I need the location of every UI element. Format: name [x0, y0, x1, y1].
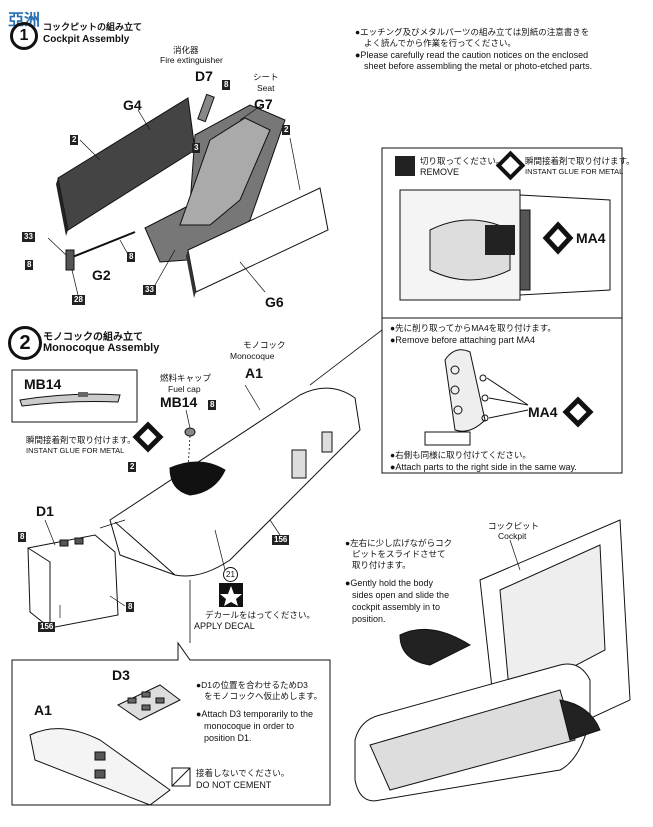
part-g7: G7 [254, 96, 273, 112]
decal-jp: デカールをはってください。 [205, 610, 315, 620]
fire-label-en: Fire extinguisher [160, 55, 223, 65]
cockpit-label-jp: コックピット [488, 521, 540, 531]
remove-jp: 切り取ってください。 [420, 156, 505, 166]
part-d3: D3 [112, 667, 130, 683]
part-ma4-b: MA4 [528, 404, 558, 420]
note-top-jp2: よく読んでから作業を行ってください。 [364, 38, 516, 48]
decal-star [220, 586, 242, 606]
cockpit-label-en: Cockpit [498, 531, 527, 541]
part-g6: G6 [265, 294, 284, 310]
step1-number: 1 [10, 22, 38, 50]
ref-8-b: 8 [25, 260, 34, 270]
ma4-glue-diamond [542, 221, 574, 255]
nocement-jp: 接着しないでください。 [196, 768, 290, 778]
glue-en: INSTANT GLUE FOR METAL [525, 167, 624, 176]
step2-title-en: Monocoque Assembly [43, 342, 160, 354]
cockpit-opening [169, 461, 226, 496]
slide-jp3: 取り付けます。 [352, 560, 411, 570]
fuelcap-en: Fuel cap [168, 384, 201, 394]
ref-28: 28 [72, 295, 85, 305]
ref-8-c: 8 [127, 252, 136, 262]
fuelcap-jp: 燃料キャップ [160, 373, 212, 383]
d3-jp2: をモノコックへ仮止めします。 [204, 691, 323, 701]
monocoque-en: Monocoque [230, 351, 275, 361]
ref-2-b: 2 [282, 125, 291, 135]
remove-marker-big [485, 225, 515, 255]
slide-en4: position. [352, 614, 386, 624]
ref-8-f: 8 [126, 602, 135, 612]
slide-en2: sides open and slide the [352, 590, 450, 600]
glue2-en: INSTANT GLUE FOR METAL [26, 446, 125, 455]
slide-jp1: ●左右に少し広げながらコク [345, 538, 453, 548]
ma4-note1-en: ●Remove before attaching part MA4 [390, 335, 536, 345]
ref-2-a: 2 [70, 135, 79, 145]
part-g4: G4 [123, 97, 142, 113]
ref-8-a: 8 [222, 80, 231, 90]
part-a1-inset: A1 [34, 702, 52, 718]
monocoque-jp: モノコック [243, 340, 286, 350]
ref-156-b: 156 [38, 622, 56, 632]
step1-badge: 1 [10, 22, 38, 50]
slide-en3: cockpit assembly in to [352, 602, 441, 612]
ref-8-e: 8 [18, 532, 27, 542]
fire-label-jp: 消化器 [173, 45, 199, 55]
ref-8-d: 8 [208, 400, 217, 410]
ref-33-b: 33 [143, 285, 156, 295]
fuel-cap [184, 427, 196, 437]
part-g2: G2 [92, 267, 111, 283]
part-ma4-a: MA4 [576, 230, 606, 246]
nocement-en: DO NOT CEMENT [196, 780, 272, 790]
slide-jp2: ピットをスライドさせて [352, 549, 446, 559]
part-mb14: MB14 [160, 394, 198, 410]
note-top-en1: ●Please carefully read the caution notic… [355, 50, 589, 60]
decal-number: 21 [223, 567, 238, 582]
part-a1: A1 [245, 365, 263, 381]
step2-badge: 2 [8, 326, 42, 360]
step2-title-jp: モノコックの組み立て [43, 332, 143, 343]
g4-panel [57, 97, 196, 231]
part-d7: D7 [195, 68, 213, 84]
g2-rod [69, 231, 136, 259]
step2-number: 2 [8, 326, 42, 360]
inset-ma4-frame-bottom [381, 317, 623, 474]
remove-en: REMOVE [420, 167, 460, 177]
slide-en1: ●Gently hold the body [345, 578, 433, 588]
part-d1: D1 [36, 503, 54, 519]
seat-label-en: Seat [257, 83, 275, 93]
step1-title-en: Cockpit Assembly [43, 34, 130, 45]
fire-extinguisher [197, 93, 215, 123]
glue-diamond-step2 [132, 421, 164, 453]
glue-jp: 瞬間接着剤で取り付けます。 [525, 156, 635, 166]
step1-title-jp: コックピットの組み立て [43, 22, 143, 32]
inset-d3-frame [11, 641, 331, 806]
ma4-note2-en: ●Attach parts to the right side in the s… [390, 462, 577, 472]
d3-en2: monocoque in order to [204, 721, 295, 731]
seat-label-jp: シート [253, 72, 279, 82]
note-top-jp1: ●エッチング及びメタルパーツの組み立ては別紙の注意書きを [355, 27, 590, 37]
glue2-jp: 瞬間接着剤で取り付けます。 [26, 435, 136, 445]
d3-en1: ●Attach D3 temporarily to the [196, 709, 313, 719]
ref-3: 3 [192, 143, 201, 153]
ref-33-a: 33 [22, 232, 35, 242]
decal-en: APPLY DECAL [194, 621, 255, 631]
ma4-glue-diamond-2 [562, 396, 594, 428]
d3-en3: position D1. [204, 733, 252, 743]
d3-jp1: ●D1の位置を合わせるためD3 [196, 680, 308, 690]
ref-156-a: 156 [272, 535, 290, 545]
ma4-note1-jp: ●先に削り取ってからMA4を取り付けます。 [390, 323, 556, 333]
ref-2-c: 2 [128, 462, 137, 472]
ma4-note2-jp: ●右側も同様に取り付けてください。 [390, 450, 531, 460]
remove-icon [395, 156, 415, 176]
part-mb14-inset: MB14 [24, 376, 62, 392]
note-top-en2: sheet before assembling the metal or pho… [364, 61, 593, 71]
